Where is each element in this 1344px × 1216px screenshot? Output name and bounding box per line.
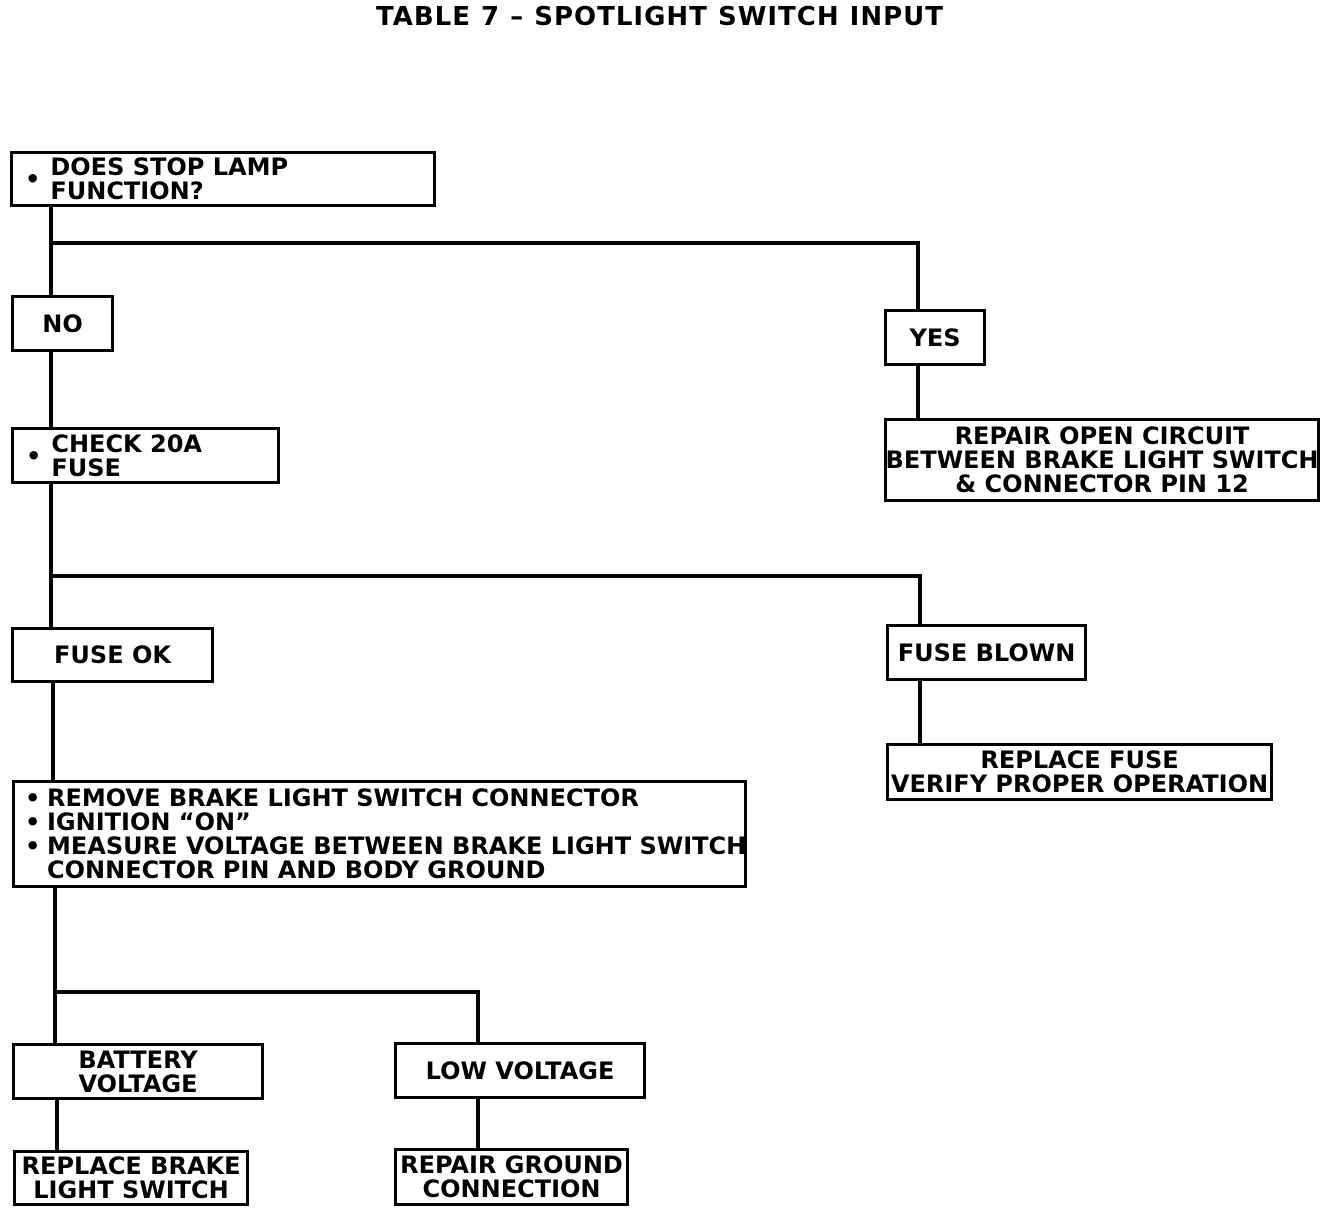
step-measure-voltage: •REMOVE BRAKE LIGHT SWITCH CONNECTOR •IG… [12,780,747,888]
text-line: REPAIR GROUND [400,1151,623,1179]
action-repair-open-circuit: REPAIR OPEN CIRCUIT BETWEEN BRAKE LIGHT … [884,418,1320,502]
diagram-title: TABLE 7 – SPOTLIGHT SWITCH INPUT [375,2,945,32]
bullet: • [25,808,41,836]
bullet: • [25,832,41,860]
result-label: FUSE OK [54,641,171,669]
text-line: CONNECTION [422,1175,601,1203]
step-item-continuation: CONNECTOR PIN AND BODY GROUND [47,856,546,884]
action-repair-ground: REPAIR GROUND CONNECTION [394,1148,629,1206]
step-item-text: IGNITION “ON” [47,808,251,836]
result-battery-voltage: BATTERY VOLTAGE [12,1043,264,1100]
text-line: LIGHT SWITCH [33,1176,229,1204]
text-line: REPLACE BRAKE [21,1152,241,1180]
text-line: REPAIR OPEN CIRCUIT [954,422,1250,450]
bullet: • [26,441,42,470]
bullet: • [25,165,41,193]
step-item: •MEASURE VOLTAGE BETWEEN BRAKE LIGHT SWI… [25,832,746,860]
text-line: REPLACE FUSE [980,746,1179,774]
step-item: •IGNITION “ON” [25,810,734,834]
step-text: CHECK 20A FUSE [51,429,202,482]
result-fuse-ok: FUSE OK [11,627,214,683]
action-replace-fuse: REPLACE FUSE VERIFY PROPER OPERATION [886,743,1273,801]
result-fuse-blown: FUSE BLOWN [886,624,1087,681]
question-stop-lamp: • DOES STOP LAMP FUNCTION? [10,151,436,207]
text-line: VERIFY PROPER OPERATION [890,770,1269,798]
bullet: • [25,784,41,812]
step-check-fuse: • CHECK 20A FUSE [11,427,280,484]
step-item-text: MEASURE VOLTAGE BETWEEN BRAKE LIGHT SWIT… [47,832,747,860]
step-item: •REMOVE BRAKE LIGHT SWITCH CONNECTOR [25,786,734,810]
answer-yes: YES [884,309,986,366]
action-replace-brake-switch: REPLACE BRAKE LIGHT SWITCH [13,1150,249,1206]
step-item-text: REMOVE BRAKE LIGHT SWITCH CONNECTOR [47,784,639,812]
answer-no-label: NO [42,309,83,338]
answer-yes-label: YES [909,323,961,352]
result-label: BATTERY VOLTAGE [78,1045,198,1098]
question-text: DOES STOP LAMP FUNCTION? [50,153,289,205]
text-line: BETWEEN BRAKE LIGHT SWITCH [885,446,1319,474]
answer-no: NO [11,295,114,352]
text-line: & CONNECTOR PIN 12 [955,470,1249,498]
result-label: LOW VOLTAGE [425,1056,615,1085]
result-label: FUSE BLOWN [897,638,1076,667]
result-low-voltage: LOW VOLTAGE [394,1042,646,1099]
